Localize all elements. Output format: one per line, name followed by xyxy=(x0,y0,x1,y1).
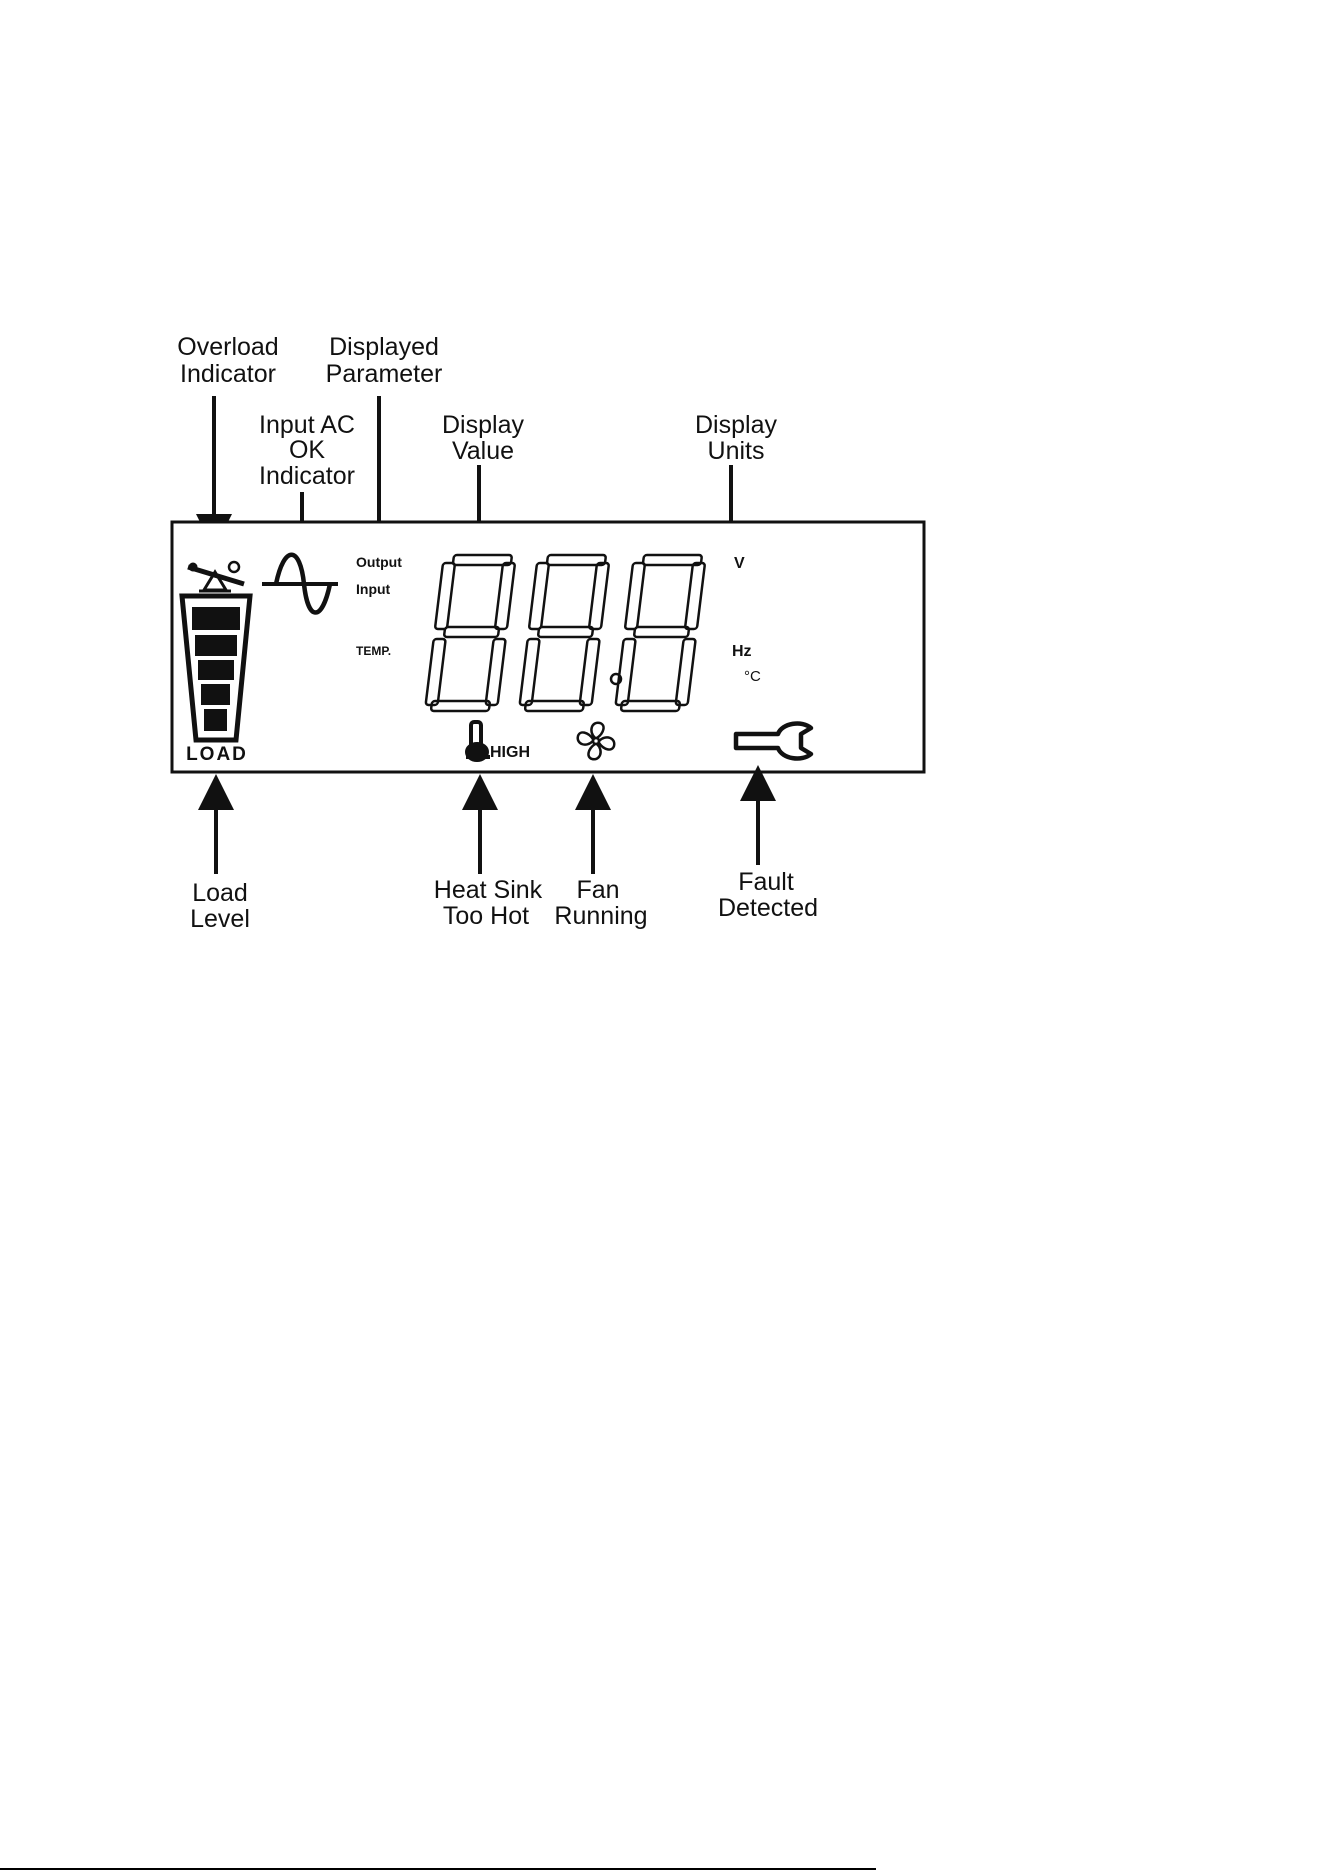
param-output: Output xyxy=(356,554,402,570)
callout-display-units: Display Units xyxy=(695,411,777,465)
callout-text: Value xyxy=(452,437,514,465)
param-temp: TEMP. xyxy=(356,644,391,658)
unit-v: V xyxy=(734,555,745,572)
callout-displayed-parameter: Displayed Parameter xyxy=(326,333,443,388)
callout-overload-indicator: Overload Indicator xyxy=(177,333,278,388)
unit-hz: Hz xyxy=(732,643,752,660)
callout-load-level: Load Level xyxy=(190,879,250,933)
callout-text: Fault xyxy=(738,868,794,896)
callout-arrows-bottom xyxy=(216,783,758,874)
load-segment xyxy=(198,660,234,680)
unit-celsius: °C xyxy=(744,668,761,685)
callout-text: Detected xyxy=(718,894,818,922)
callout-text: Input AC xyxy=(259,411,355,439)
callout-text: Running xyxy=(554,902,647,930)
callout-text: Displayed xyxy=(329,333,439,361)
high-label: HIGH xyxy=(490,744,530,761)
callout-text: Display xyxy=(442,411,524,439)
load-segment xyxy=(195,635,237,656)
callout-text: Load xyxy=(192,879,248,907)
callout-text: Parameter xyxy=(326,360,443,388)
load-label: LOAD xyxy=(186,744,248,765)
callout-text: Heat Sink xyxy=(434,876,543,904)
param-input: Input xyxy=(356,581,391,597)
callout-fault-detected: Fault Detected xyxy=(718,868,818,922)
callout-display-value: Display Value xyxy=(442,411,524,465)
callout-text: Indicator xyxy=(259,462,355,490)
callout-text: OK xyxy=(289,436,325,464)
callout-heat-sink-too-hot: Heat Sink Too Hot xyxy=(434,876,543,930)
load-segment xyxy=(201,684,230,705)
page-footer-rule xyxy=(0,1868,876,1870)
callout-text: Units xyxy=(708,437,765,465)
callout-input-ac-ok-indicator: Input AC OK Indicator xyxy=(259,411,355,490)
load-segment xyxy=(192,607,240,630)
callout-text: Overload xyxy=(177,333,278,361)
callout-text: Level xyxy=(190,905,250,933)
callout-text: Display xyxy=(695,411,777,439)
callout-fan-running: Fan Running xyxy=(554,876,647,930)
load-segment xyxy=(204,709,227,731)
callout-text: Too Hot xyxy=(443,902,529,930)
callout-text: Fan xyxy=(576,876,619,904)
callout-text: Indicator xyxy=(180,360,276,388)
